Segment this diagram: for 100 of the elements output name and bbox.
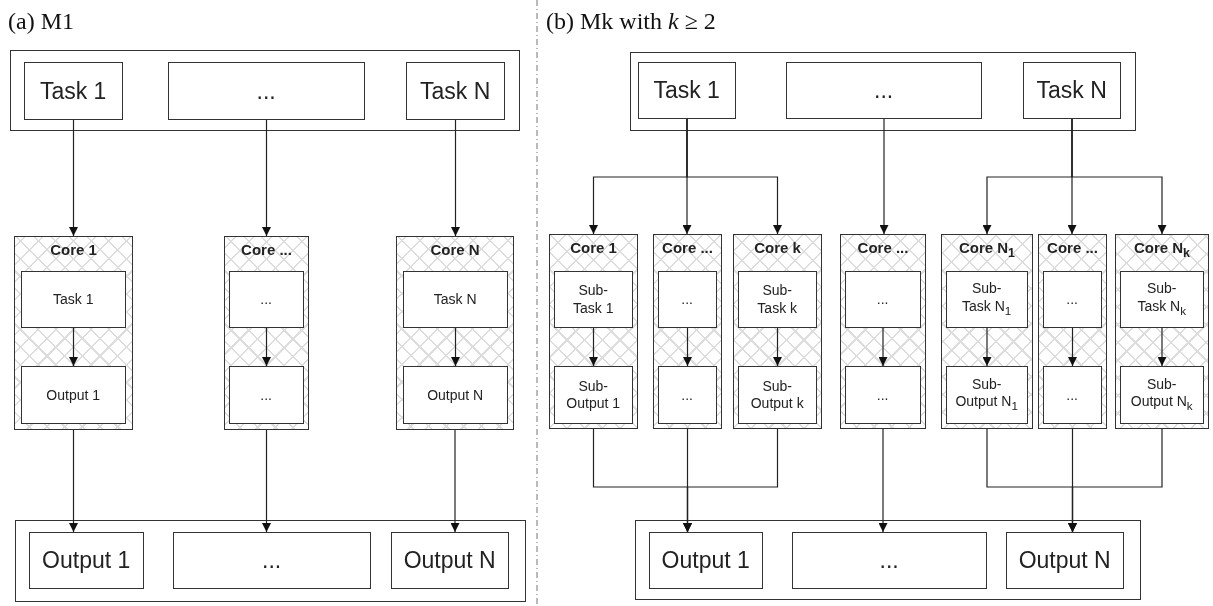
box-label: ... xyxy=(255,77,277,105)
core-title: Core N$_{1}$ xyxy=(957,239,1017,260)
task-box xyxy=(637,61,736,119)
core-box xyxy=(941,234,1033,429)
core-box xyxy=(549,234,638,429)
core-title: Core ... xyxy=(856,239,910,256)
task-box xyxy=(28,531,144,589)
core-title: Core 1 xyxy=(569,239,618,256)
box-label: ... xyxy=(878,546,900,574)
task-box xyxy=(657,365,717,424)
task-box xyxy=(228,365,304,424)
arrow xyxy=(262,119,271,237)
arrow xyxy=(1068,327,1077,367)
task-box xyxy=(1042,270,1102,328)
task-box xyxy=(844,365,921,424)
container-box xyxy=(10,50,520,131)
box-label: ... xyxy=(259,386,273,403)
arrow xyxy=(69,119,78,237)
subtask-box xyxy=(553,270,633,328)
arrow xyxy=(451,119,460,237)
subtask-box xyxy=(737,270,817,328)
box-label: Sub- Output k xyxy=(749,377,805,413)
task-box xyxy=(172,531,371,589)
core-box xyxy=(653,234,722,429)
box-label: Output N xyxy=(1017,546,1112,574)
task-box xyxy=(844,270,921,328)
task-box xyxy=(657,270,717,328)
box-label: Task 1 xyxy=(38,77,108,105)
core-box xyxy=(1038,234,1107,429)
arrow xyxy=(879,118,889,235)
task-box xyxy=(23,61,123,120)
box-label: Sub- Task N$_{1}$ xyxy=(961,280,1013,319)
arrow xyxy=(683,428,779,533)
suboutput-box xyxy=(553,365,633,424)
core-title: Core 1 xyxy=(49,241,98,258)
task-box xyxy=(228,270,304,328)
box-label: ... xyxy=(680,291,694,308)
core-box xyxy=(224,236,309,430)
core-title: Core ... xyxy=(1046,239,1099,256)
box-label: ... xyxy=(1065,291,1079,308)
task-box xyxy=(648,531,763,589)
core-box xyxy=(733,234,822,429)
box-label: ... xyxy=(1065,386,1079,403)
arrow xyxy=(1071,118,1167,235)
suboutput-box xyxy=(1119,365,1204,424)
box-label: Output 1 xyxy=(41,546,132,574)
task-box xyxy=(405,61,505,120)
box-label: Sub- Output N$_{1}$ xyxy=(954,375,1019,414)
suboutput-box xyxy=(945,365,1028,424)
container-box xyxy=(630,52,1136,131)
task-box xyxy=(791,531,987,589)
core-title: Core ... xyxy=(240,241,293,258)
arrow xyxy=(262,429,271,533)
arrow xyxy=(773,327,782,367)
arrow xyxy=(262,327,271,367)
box-label: ... xyxy=(680,386,694,403)
box-label: Task N xyxy=(419,77,492,105)
box-label: Task N xyxy=(1035,76,1108,104)
core-box xyxy=(396,236,514,430)
panel-title: (b) Mk with k ≥ 2 xyxy=(546,8,716,35)
core-title: Core N$_{k}$ xyxy=(1132,239,1192,260)
task-box xyxy=(1022,61,1121,119)
box-label: ... xyxy=(875,291,890,308)
box-label: Output 1 xyxy=(660,546,751,574)
task-box xyxy=(402,270,508,328)
box-label: Task 1 xyxy=(51,291,95,308)
arrow xyxy=(878,428,888,533)
box-label: Sub- Output N$_{k}$ xyxy=(1129,375,1194,414)
arrow xyxy=(450,429,460,533)
arrow xyxy=(1068,428,1163,533)
box-label: Output 1 xyxy=(45,386,102,403)
task-box xyxy=(402,365,508,424)
box-label: ... xyxy=(259,291,273,308)
box-label: Task N xyxy=(432,291,478,308)
arrow xyxy=(69,327,78,367)
box-label: Task 1 xyxy=(652,76,721,104)
core-box xyxy=(1115,234,1209,429)
arrow xyxy=(686,118,782,235)
arrow xyxy=(1157,327,1167,367)
core-title: Core N xyxy=(429,241,481,258)
task-box xyxy=(20,365,126,424)
box-label: ... xyxy=(873,76,895,104)
task-box xyxy=(20,270,126,328)
box-label: ... xyxy=(875,386,890,403)
arrow xyxy=(589,327,598,367)
core-box xyxy=(840,234,926,429)
subtask-box xyxy=(945,270,1028,328)
box-label: Sub- Output 1 xyxy=(565,377,622,413)
core-title: Core ... xyxy=(661,239,714,256)
box-label: Output N xyxy=(402,546,497,574)
subtask-box xyxy=(1119,270,1204,328)
panel-title: (a) M1 xyxy=(8,8,74,35)
task-box xyxy=(390,531,509,589)
task-box xyxy=(1042,365,1102,424)
box-label: Output N xyxy=(426,386,485,403)
suboutput-box xyxy=(737,365,817,424)
arrow xyxy=(69,429,78,533)
box-label: Sub- Task 1 xyxy=(571,281,615,317)
box-label: ... xyxy=(261,546,283,574)
container-box xyxy=(15,520,526,602)
